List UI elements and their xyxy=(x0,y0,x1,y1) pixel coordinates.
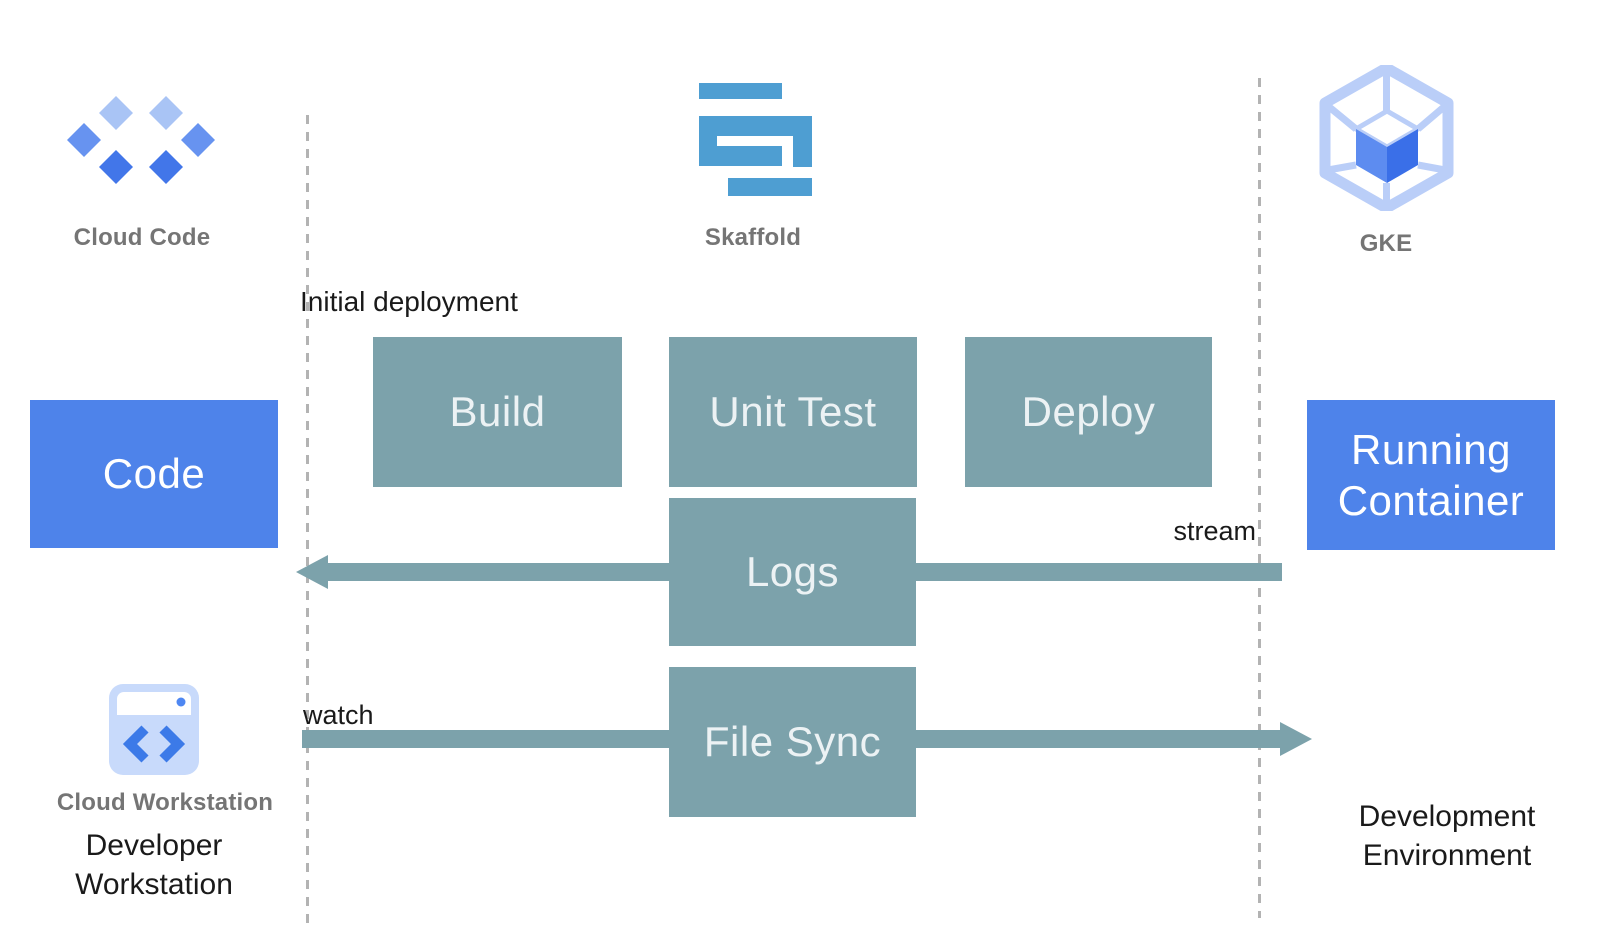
cloud-workstation-label: Cloud Workstation xyxy=(56,789,274,816)
gke-icon xyxy=(1319,65,1454,211)
deploy-node: Deploy xyxy=(965,337,1212,487)
left-boundary-dashed-line xyxy=(306,115,309,930)
developer-workstation-label: Developer Workstation xyxy=(75,829,233,901)
development-environment-label: Development Environment xyxy=(1358,800,1536,872)
cloud-code-icon xyxy=(67,96,215,184)
logs-node: Logs xyxy=(669,498,916,646)
skaffold-icon xyxy=(699,83,812,196)
stream-annotation: stream xyxy=(1173,516,1256,546)
cloud-workstation-icon xyxy=(109,684,199,775)
code-node: Code xyxy=(30,400,278,548)
cloud-code-label: Cloud Code xyxy=(73,224,211,251)
file-sync-node: File Sync xyxy=(669,667,916,817)
unit-test-node: Unit Test xyxy=(669,337,917,487)
running-container-node: Running Container xyxy=(1307,400,1555,550)
gke-label: GKE xyxy=(1359,230,1413,257)
right-boundary-dashed-line xyxy=(1258,78,1261,918)
skaffold-label: Skaffold xyxy=(704,224,802,251)
initial-deployment-annotation: Initial deployment xyxy=(300,286,518,317)
watch-annotation: watch xyxy=(303,700,374,730)
build-node: Build xyxy=(373,337,622,487)
